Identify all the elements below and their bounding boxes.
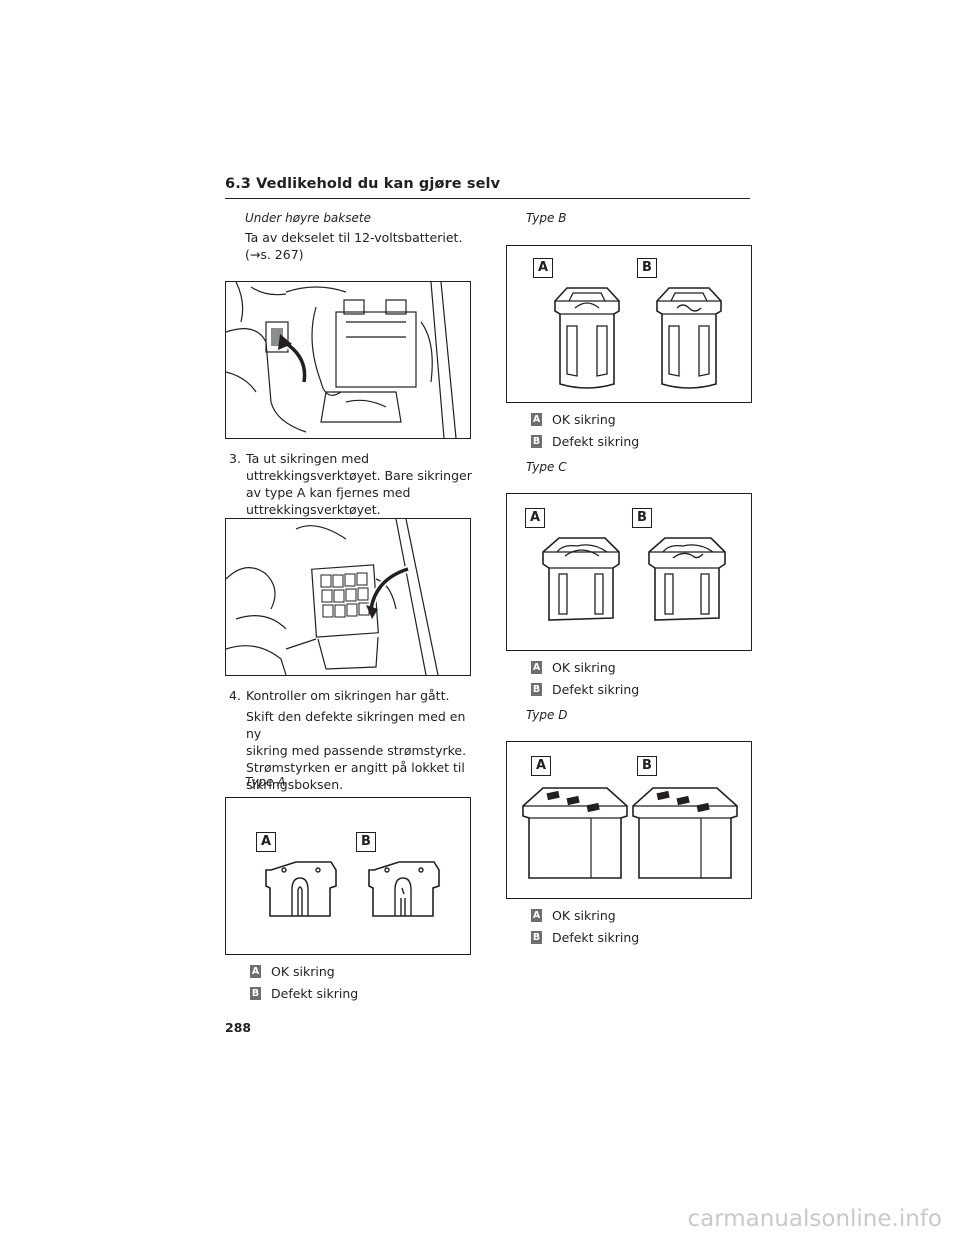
legend-defect: B Defekt sikring	[531, 930, 639, 945]
page-number: 288	[225, 1020, 252, 1035]
fuse-removal-illustration	[225, 518, 471, 676]
step-4-detail: Strømstyrken er angitt på lokket til	[246, 760, 465, 775]
label-b: B	[632, 508, 652, 528]
legend-ok: A OK sikring	[531, 660, 616, 675]
legend-ok-text: OK sikring	[271, 964, 335, 979]
type-a-label: Type A	[245, 775, 286, 789]
label-a: A	[525, 508, 545, 528]
label-a: A	[256, 832, 276, 852]
step-4-number: 4.	[229, 688, 241, 703]
type-c-label: Type C	[526, 460, 567, 474]
battery-cover-illustration	[225, 281, 471, 439]
legend-key-a: A	[531, 661, 542, 674]
type-b-label: Type B	[526, 211, 567, 225]
page-reference: (→s. 267)	[245, 247, 304, 262]
legend-ok: A OK sikring	[250, 964, 335, 979]
type-a-fuse-illustration: A B	[225, 797, 471, 955]
legend-ok: A OK sikring	[531, 908, 616, 923]
step-4: 4. Kontroller om sikringen har gått. Ski…	[229, 687, 474, 793]
type-d-fuse-illustration: A B	[506, 741, 752, 899]
legend-defect: B Defekt sikring	[250, 986, 358, 1001]
type-c-fuse-illustration: A B	[506, 493, 752, 651]
legend-key-a: A	[531, 413, 542, 426]
legend-ok-text: OK sikring	[552, 660, 616, 675]
legend-defect: B Defekt sikring	[531, 682, 639, 697]
watermark-text: carmanualsonline.info	[687, 1206, 942, 1232]
step-4-line: Kontroller om sikringen har gått.	[246, 688, 450, 703]
section-title: 6.3 Vedlikehold du kan gjøre selv	[225, 176, 501, 192]
step-3-line: uttrekkingsverktøyet. Bare sikringer	[246, 468, 472, 483]
step-4-detail: Skift den defekte sikringen med en ny	[246, 709, 466, 741]
legend-defect: B Defekt sikring	[531, 434, 639, 449]
header-divider	[225, 198, 750, 199]
step-3: 3. Ta ut sikringen med uttrekkingsverktø…	[229, 450, 474, 518]
legend-key-b: B	[531, 683, 542, 696]
label-b: B	[637, 756, 657, 776]
label-b: B	[356, 832, 376, 852]
step-4-detail: sikringsboksen.	[246, 777, 344, 792]
step-3-line: av type A kan fjernes med	[246, 485, 411, 500]
legend-key-a: A	[250, 965, 261, 978]
step-3-number: 3.	[229, 451, 241, 466]
legend-ok-text: OK sikring	[552, 412, 616, 427]
legend-key-b: B	[531, 931, 542, 944]
instruction-text: Ta av dekselet til 12-voltsbatteriet.	[245, 230, 463, 245]
legend-ok: A OK sikring	[531, 412, 616, 427]
legend-ok-text: OK sikring	[552, 908, 616, 923]
type-d-label: Type D	[526, 708, 568, 722]
legend-defect-text: Defekt sikring	[552, 682, 640, 697]
type-b-fuse-illustration: A B	[506, 245, 752, 403]
legend-defect-text: Defekt sikring	[552, 434, 640, 449]
step-3-line: Ta ut sikringen med	[246, 451, 370, 466]
legend-key-b: B	[250, 987, 261, 1000]
step-3-line: uttrekkingsverktøyet.	[246, 502, 381, 517]
label-a: A	[533, 258, 553, 278]
subheading-rear-seat: Under høyre baksete	[245, 211, 371, 225]
step-4-detail: sikring med passende strømstyrke.	[246, 743, 467, 758]
legend-defect-text: Defekt sikring	[552, 930, 640, 945]
legend-key-b: B	[531, 435, 542, 448]
legend-defect-text: Defekt sikring	[271, 986, 359, 1001]
legend-key-a: A	[531, 909, 542, 922]
label-b: B	[637, 258, 657, 278]
label-a: A	[531, 756, 551, 776]
